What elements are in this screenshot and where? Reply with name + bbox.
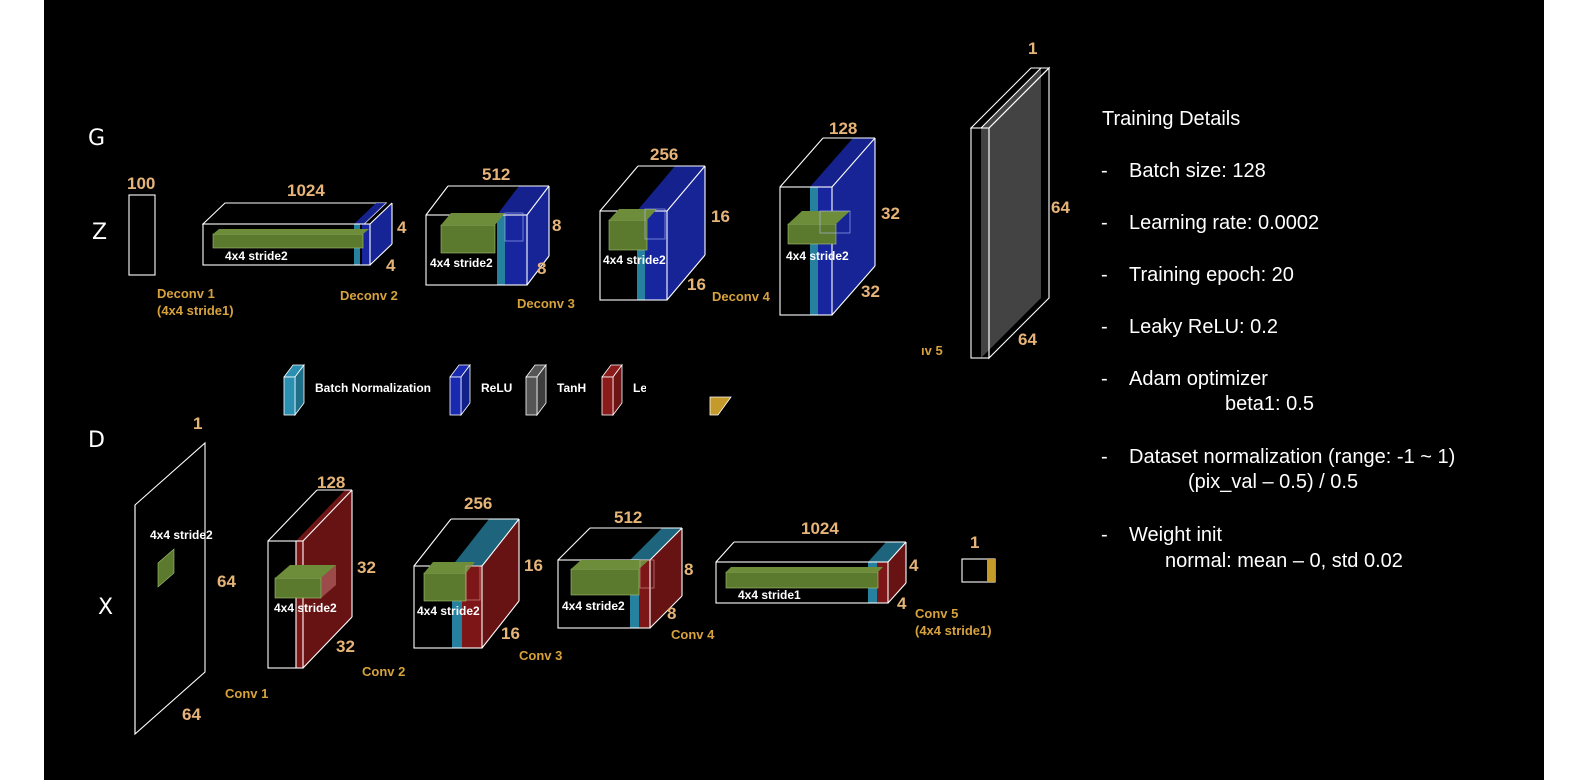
generator-output-image: [969, 66, 1051, 360]
input-dim-a: 64: [217, 572, 236, 591]
discriminator-output-size: 1: [970, 533, 979, 552]
legend-relu-swatch: [449, 363, 471, 417]
conv2-channels: 128: [317, 473, 345, 492]
legend-relu-label: ReLU: [481, 381, 512, 395]
deconv1-kernel: 4x4 stride2: [225, 249, 288, 263]
legend-occluder: [646, 360, 716, 422]
deconv4-channels: 128: [829, 119, 857, 138]
generator-output-dim-b: 64: [1018, 330, 1037, 349]
deconv3-name: Deconv 3: [517, 296, 575, 311]
training-bullet: -: [1101, 316, 1108, 338]
conv2-dim-a: 32: [357, 558, 376, 577]
conv2-name: Conv 2: [362, 664, 405, 679]
conv4-kernel: 4x4 stride2: [562, 599, 625, 613]
deconv3-channels: 256: [650, 145, 678, 164]
legend-leakyrelu-swatch: [601, 363, 623, 417]
z-input-symbol: Z: [92, 220, 107, 245]
legend-batchnorm-swatch: [283, 363, 305, 417]
training-adam: Adam optimizer: [1129, 368, 1268, 390]
discriminator-title: D: [88, 428, 105, 453]
conv5-note: (4x4 stride1): [915, 623, 992, 638]
conv3-channels: 256: [464, 494, 492, 513]
training-epoch: Training epoch: 20: [1129, 264, 1294, 286]
training-adam-beta1: beta1: 0.5: [1225, 393, 1314, 415]
conv4-channels: 512: [614, 508, 642, 527]
conv5-dim-b: 4: [897, 594, 907, 613]
conv3-kernel: 4x4 stride2: [417, 604, 480, 618]
deconv1-name: Deconv 1: [157, 286, 215, 301]
conv4-name: Conv 4: [671, 627, 715, 642]
deconv1-block: [201, 202, 393, 266]
conv4-dim-b: 8: [667, 604, 676, 623]
deconv4-dim-a: 32: [881, 204, 900, 223]
conv2-kernel: 4x4 stride2: [274, 601, 337, 615]
deconv2-dim-a: 8: [552, 216, 561, 235]
training-leaky-relu: Leaky ReLU: 0.2: [1129, 316, 1278, 338]
training-title: Training Details: [1102, 108, 1240, 130]
legend-leakyrelu-label: Le: [633, 381, 647, 395]
training-bullet: -: [1101, 446, 1108, 468]
conv5-kernel: 4x4 stride1: [738, 588, 801, 602]
conv3-name: Conv 3: [519, 648, 562, 663]
conv3-block: [413, 518, 520, 649]
input-channels: 1: [193, 414, 202, 433]
deconv3-dim-b: 16: [687, 275, 706, 294]
deconv4-dim-b: 32: [861, 282, 880, 301]
input-dim-b: 64: [182, 705, 201, 724]
deconv2-block: [425, 185, 550, 286]
training-bullet: -: [1101, 264, 1108, 286]
legend-tanh-label: TanH: [557, 381, 586, 395]
deconv2-dim-b: 8: [537, 259, 546, 278]
z-vector: [128, 194, 156, 276]
deconv3-kernel: 4x4 stride2: [603, 253, 666, 267]
generator-output-channels: 1: [1028, 39, 1037, 58]
conv3-dim-a: 16: [524, 556, 543, 575]
training-normalization-formula: (pix_val – 0.5) / 0.5: [1188, 471, 1358, 493]
deconv4-kernel: 4x4 stride2: [786, 249, 849, 263]
deconv2-kernel: 4x4 stride2: [430, 256, 493, 270]
deconv4-block: [779, 137, 876, 316]
conv3-dim-b: 16: [501, 624, 520, 643]
training-bullet: -: [1101, 368, 1108, 390]
discriminator-input-image: [134, 441, 206, 736]
conv5-dim-a: 4: [909, 556, 919, 575]
conv5-channels: 1024: [801, 519, 839, 538]
deconv5-name: ıv 5: [921, 343, 943, 358]
generator-output-dim-a: 64: [1051, 198, 1070, 217]
training-bullet: -: [1101, 524, 1108, 546]
deconv4-name: Deconv 4: [712, 289, 771, 304]
deconv1-note: (4x4 stride1): [157, 303, 234, 318]
deconv3-block: [599, 165, 706, 301]
conv2-dim-b: 32: [336, 637, 355, 656]
legend: Batch Normalization ReLU TanH Le: [283, 360, 732, 422]
input-kernel: 4x4 stride2: [150, 528, 213, 542]
conv2-block: [267, 489, 353, 669]
conv4-block: [557, 527, 683, 629]
deconv1-dim-a: 4: [397, 218, 407, 237]
conv5-name: Conv 5: [915, 606, 958, 621]
deconv3-dim-a: 16: [711, 207, 730, 226]
training-learning-rate: Learning rate: 0.0002: [1129, 212, 1319, 234]
training-batch-size: Batch size: 128: [1129, 160, 1266, 182]
x-input-symbol: X: [98, 595, 113, 620]
deconv2-name: Deconv 2: [340, 288, 398, 303]
legend-batchnorm-label: Batch Normalization: [315, 381, 431, 395]
training-weight-init: Weight init: [1129, 524, 1222, 546]
deconv1-dim-b: 4: [386, 256, 396, 275]
training-weight-init-normal: normal: mean – 0, std 0.02: [1165, 550, 1403, 572]
training-dataset-normalization: Dataset normalization (range: -1 ~ 1): [1129, 446, 1455, 468]
conv4-dim-a: 8: [684, 560, 693, 579]
deconv1-channels: 1024: [287, 181, 325, 200]
legend-tanh-swatch: [525, 363, 547, 417]
z-size-label: 100: [127, 174, 155, 193]
generator-title: G: [88, 126, 105, 151]
training-bullet: -: [1101, 212, 1108, 234]
legend-sigmoid-swatch-fragment: [709, 396, 732, 416]
conv5-block: [715, 541, 907, 604]
conv1-name: Conv 1: [225, 686, 268, 701]
training-bullet: -: [1101, 160, 1108, 182]
deconv2-channels: 512: [482, 165, 510, 184]
discriminator-output: [961, 558, 996, 583]
